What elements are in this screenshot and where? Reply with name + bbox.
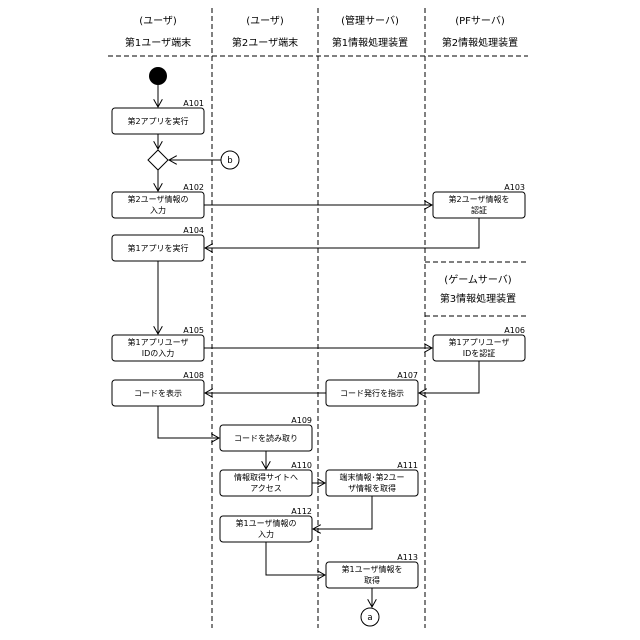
node-a113-id: A113 <box>397 553 418 562</box>
node-a103-text2: 認証 <box>471 205 487 215</box>
lane1-role: (ユーザ) <box>139 15 177 27</box>
node-a107-id: A107 <box>397 371 418 380</box>
node-a111-text2: ザ情報を取得 <box>348 483 396 493</box>
node-a102-text1: 第2ユーザ情報の <box>128 194 189 204</box>
node-a109-id: A109 <box>291 416 312 425</box>
edge-a111-a112 <box>313 496 372 529</box>
node-a108-text: コードを表示 <box>134 388 182 398</box>
node-a104-text: 第1アプリを実行 <box>127 243 188 253</box>
node-a106-id: A106 <box>504 326 525 335</box>
node-a110-text2: アクセス <box>250 484 282 493</box>
node-a113-text1: 第1ユーザ情報を <box>342 564 403 574</box>
edge-a108-a109 <box>158 406 219 438</box>
node-a112-text2: 入力 <box>258 529 274 539</box>
lane3-name: 第1情報処理装置 <box>332 36 408 49</box>
start-node <box>149 67 167 85</box>
node-a110-text1: 情報取得サイトへ <box>234 472 298 482</box>
lane1-name: 第1ユーザ端末 <box>125 36 191 49</box>
node-a101-text: 第2アプリを実行 <box>127 116 188 126</box>
lane3-role: (管理サーバ) <box>341 14 399 27</box>
node-a111-text1: 端末情報･第2ユー <box>339 472 404 482</box>
node-a102-text2: 入力 <box>150 205 166 215</box>
node-a104-id: A104 <box>183 226 204 235</box>
lane4-role: (PFサーバ) <box>455 15 505 27</box>
node-a105-text2: IDの入力 <box>142 348 175 358</box>
extra-lane-name: 第3情報処理装置 <box>440 292 516 305</box>
node-a105-text1: 第1アプリユーザ <box>128 337 189 347</box>
connector-a-label: a <box>367 613 372 623</box>
node-a112-text1: 第1ユーザ情報の <box>236 518 297 528</box>
edge-a106-a107 <box>419 361 479 393</box>
node-a111-id: A111 <box>397 461 418 470</box>
node-a112-id: A112 <box>291 507 312 516</box>
decision-node <box>148 150 168 170</box>
connector-b-label: b <box>227 156 232 166</box>
lane4-name: 第2情報処理装置 <box>442 36 518 49</box>
node-a110-id: A110 <box>291 461 312 470</box>
node-a102-id: A102 <box>183 183 204 192</box>
node-a107-text: コード発行を指示 <box>340 388 404 398</box>
edge-a103-a104 <box>205 218 479 248</box>
node-a106-text2: IDを認証 <box>463 348 496 358</box>
node-a101-id: A101 <box>183 99 204 108</box>
extra-lane-role: (ゲームサーバ) <box>444 274 512 286</box>
node-a109-text: コードを読み取り <box>234 433 298 443</box>
node-a106-text1: 第1アプリユーザ <box>449 337 510 347</box>
node-a103-text1: 第2ユーザ情報を <box>449 194 510 204</box>
lane2-name: 第2ユーザ端末 <box>232 36 298 49</box>
lane2-role: (ユーザ) <box>246 15 284 27</box>
node-a108-id: A108 <box>183 371 204 380</box>
node-a103-id: A103 <box>504 183 525 192</box>
node-a113-text2: 取得 <box>364 575 380 585</box>
node-a105-id: A105 <box>183 326 204 335</box>
edge-a112-a113 <box>266 542 325 575</box>
